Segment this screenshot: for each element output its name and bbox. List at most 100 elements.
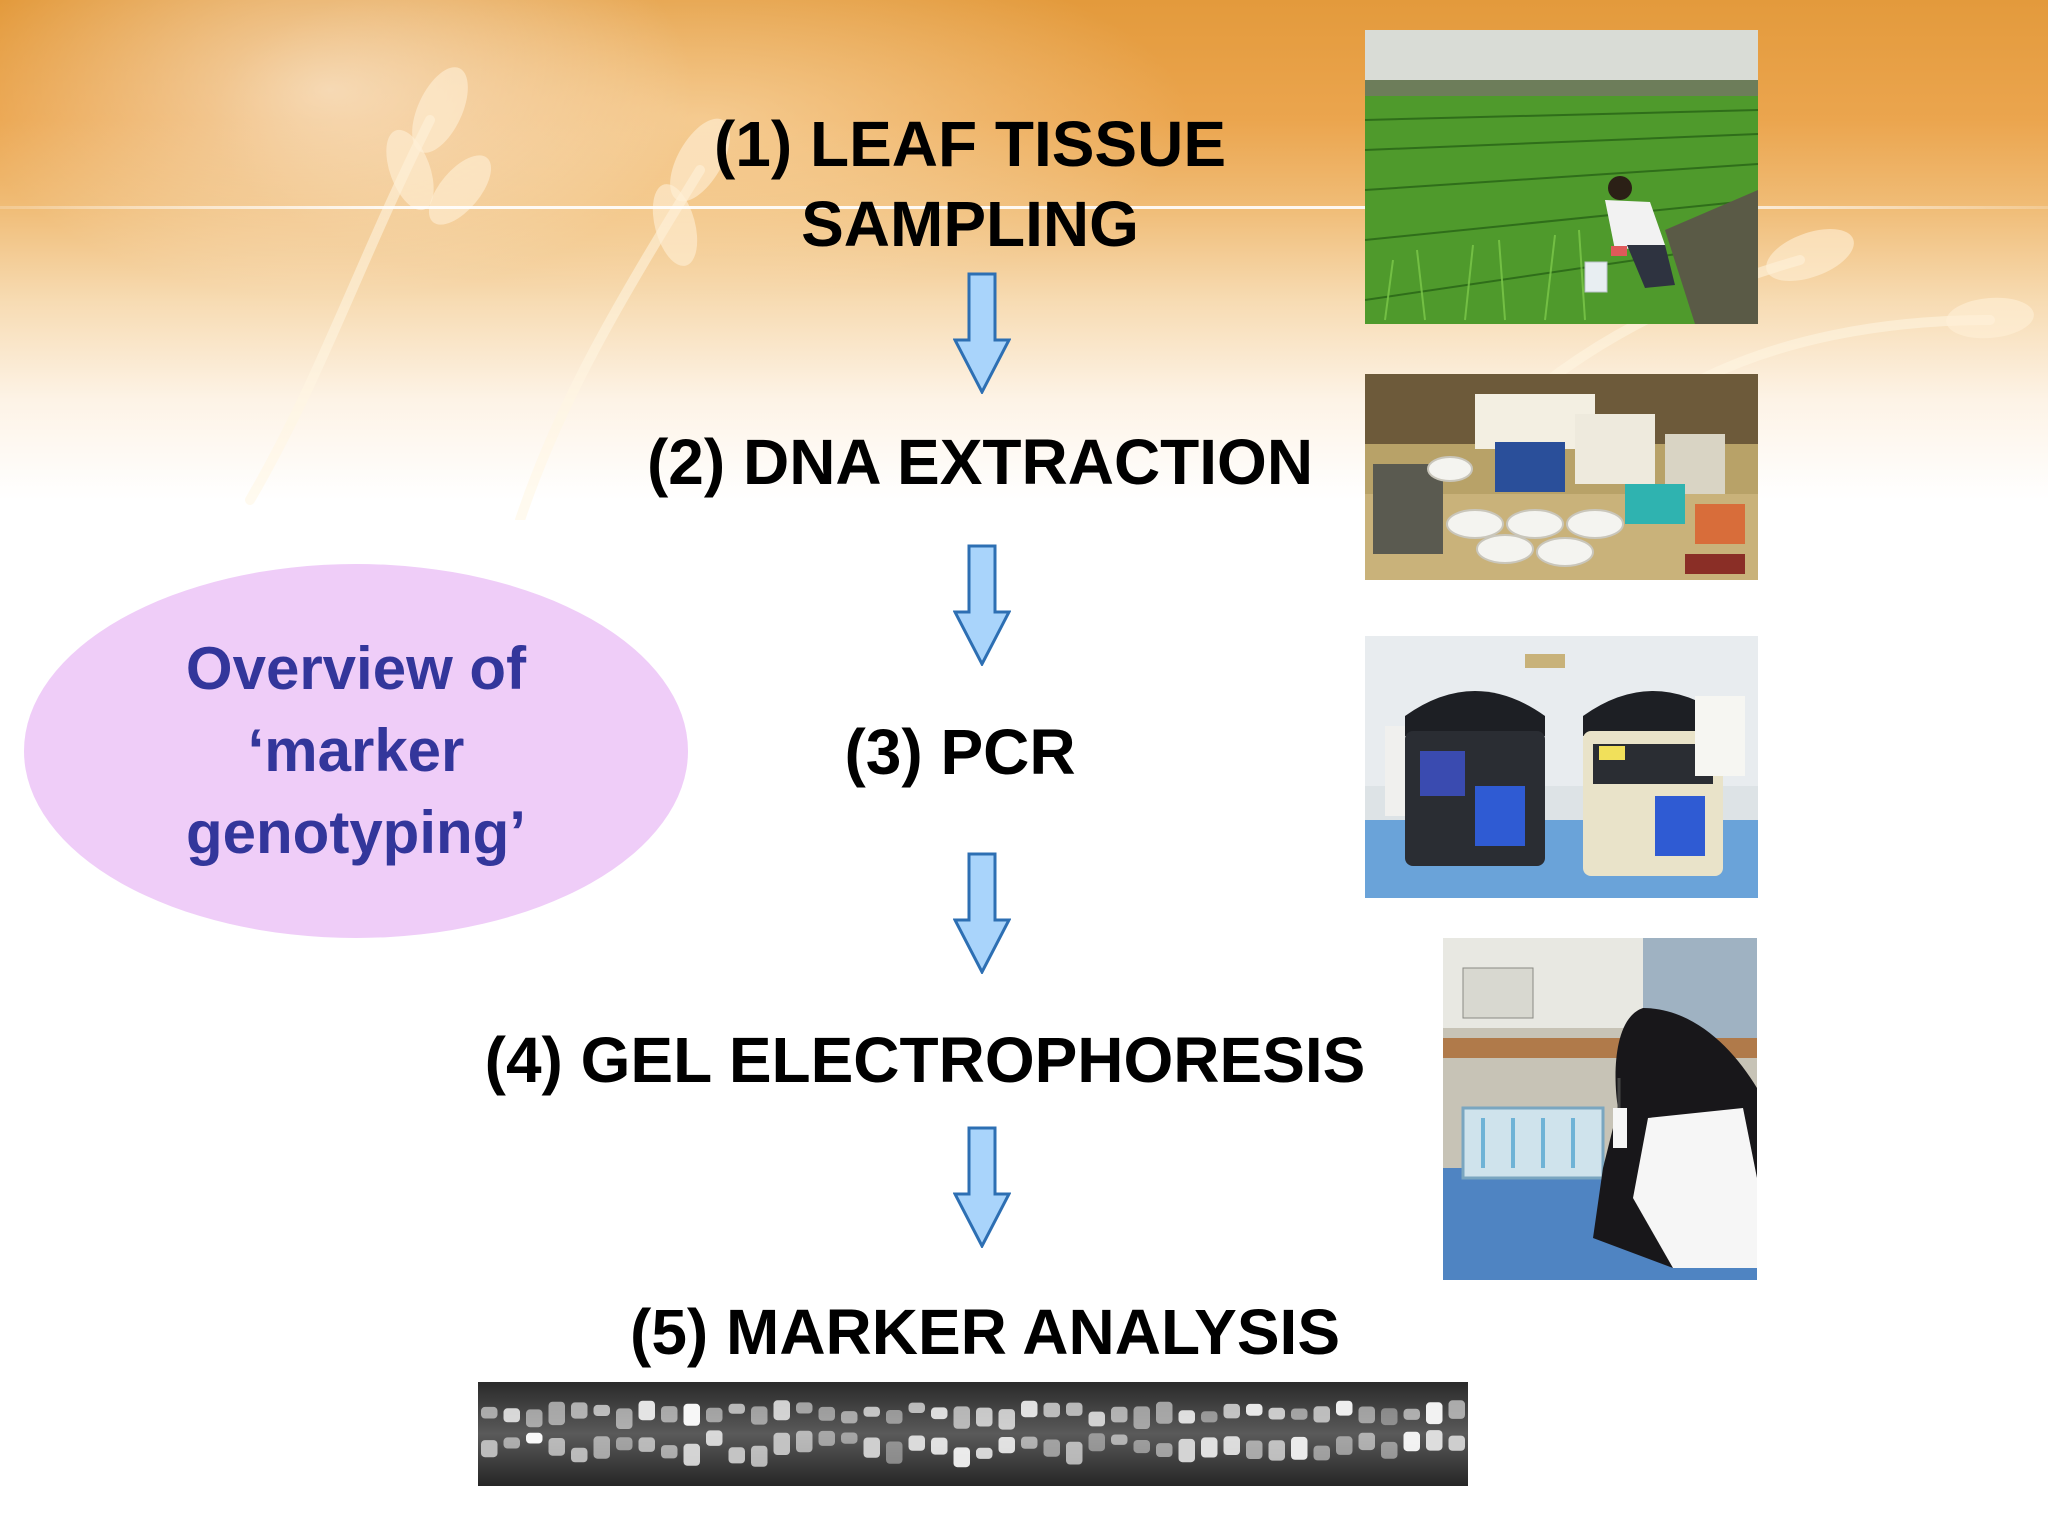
gel-band xyxy=(886,1410,903,1424)
gel-band xyxy=(863,1406,880,1417)
gel-band xyxy=(1246,1440,1263,1459)
gel-band xyxy=(1426,1402,1443,1425)
gel-lanes xyxy=(481,1400,1465,1468)
gel-band xyxy=(1268,1407,1285,1420)
gel-band xyxy=(1111,1434,1128,1445)
gel-band xyxy=(571,1447,588,1463)
down-arrow-icon xyxy=(953,852,1011,974)
gel-band xyxy=(638,1400,655,1421)
gel-band xyxy=(1268,1440,1285,1461)
gel-band xyxy=(818,1430,835,1446)
gel-band xyxy=(976,1407,993,1427)
down-arrow-icon xyxy=(953,272,1011,394)
gel-band xyxy=(683,1403,700,1426)
gel-band xyxy=(841,1411,858,1424)
rice-field-sampling-photo xyxy=(1365,30,1758,324)
gel-electrophoresis-photo xyxy=(1443,938,1757,1280)
gel-band xyxy=(886,1441,903,1464)
gel-band xyxy=(661,1445,678,1459)
gel-band xyxy=(616,1437,633,1451)
gel-band xyxy=(1313,1445,1330,1461)
pcr-thermocycler-photo xyxy=(1365,636,1758,898)
gel-band xyxy=(728,1447,745,1464)
gel-band xyxy=(1403,1408,1420,1420)
gel-band xyxy=(683,1443,700,1466)
gel-band xyxy=(1156,1443,1173,1457)
step-4-label: (4) GEL ELECTROPHORESIS xyxy=(484,1024,1366,1096)
gel-band xyxy=(1246,1403,1263,1416)
gel-band xyxy=(1291,1408,1308,1420)
gel-band xyxy=(593,1404,610,1416)
gel-band xyxy=(548,1438,565,1456)
step-1-line-2: SAMPLING xyxy=(801,188,1139,260)
gel-band xyxy=(706,1430,723,1446)
gel-band xyxy=(953,1447,970,1468)
overview-line-2: ‘marker xyxy=(247,717,465,784)
gel-band xyxy=(1178,1410,1195,1424)
gel-band xyxy=(728,1403,745,1414)
gel-band xyxy=(503,1437,520,1449)
gel-band xyxy=(1021,1400,1038,1418)
gel-band xyxy=(818,1406,835,1421)
gel-band xyxy=(1336,1400,1353,1416)
gel-band xyxy=(526,1409,543,1428)
gel-band xyxy=(526,1432,543,1444)
gel-band xyxy=(908,1435,925,1451)
gel-band xyxy=(661,1406,678,1423)
gel-band xyxy=(616,1408,633,1429)
dna-extraction-lab-photo xyxy=(1365,374,1758,580)
gel-band xyxy=(1381,1441,1398,1459)
gel-band xyxy=(1358,1432,1375,1451)
gel-band xyxy=(1111,1406,1128,1423)
gel-band xyxy=(1403,1431,1420,1452)
gel-band xyxy=(1426,1430,1443,1451)
gel-band xyxy=(773,1400,790,1421)
gel-band xyxy=(796,1430,813,1453)
gel-band xyxy=(751,1406,768,1425)
overview-line-1: Overview of xyxy=(185,635,527,702)
down-arrow-icon xyxy=(953,1126,1011,1248)
gel-band xyxy=(998,1409,1015,1430)
banner-divider xyxy=(0,206,2048,209)
gel-band xyxy=(931,1437,948,1455)
step-3-label: (3) PCR xyxy=(844,716,1076,788)
gel-band xyxy=(1223,1436,1240,1455)
gel-band xyxy=(773,1432,790,1455)
gel-band xyxy=(931,1407,948,1420)
gel-band xyxy=(751,1445,768,1467)
gel-band xyxy=(1448,1435,1465,1451)
gel-band xyxy=(1043,1402,1060,1418)
gel-band xyxy=(1291,1436,1308,1460)
gel-band xyxy=(796,1402,813,1414)
gel-band xyxy=(863,1437,880,1458)
gel-band xyxy=(1201,1411,1218,1423)
step-1-label: (1) LEAF TISSUE SAMPLING xyxy=(620,104,1320,264)
gel-band xyxy=(1178,1438,1195,1463)
gel-band xyxy=(1066,1402,1083,1416)
gel-band xyxy=(1133,1406,1150,1429)
gel-band xyxy=(841,1432,858,1444)
gel-band xyxy=(908,1402,925,1413)
gel-band xyxy=(1066,1441,1083,1465)
gel-band xyxy=(1223,1403,1240,1419)
step-5-label: (5) MARKER ANALYSIS xyxy=(630,1296,1340,1368)
gel-band xyxy=(481,1440,498,1458)
gel-band xyxy=(1156,1401,1173,1424)
overview-line-3: genotyping’ xyxy=(186,799,526,866)
gel-band xyxy=(1201,1437,1218,1458)
gel-band xyxy=(1381,1408,1398,1426)
gel-band xyxy=(638,1437,655,1452)
gel-band xyxy=(571,1402,588,1419)
overview-title: Overview of ‘marker genotyping’ xyxy=(24,628,688,874)
step-2-label: (2) DNA EXTRACTION xyxy=(646,426,1314,498)
gel-band xyxy=(481,1406,498,1419)
gel-band xyxy=(1313,1406,1330,1423)
gel-band xyxy=(593,1436,610,1459)
gel-band xyxy=(1448,1400,1465,1419)
gel-band xyxy=(976,1447,993,1459)
gel-band xyxy=(1088,1433,1105,1452)
gel-band xyxy=(1043,1439,1060,1457)
gel-band xyxy=(1133,1440,1150,1454)
gel-band xyxy=(1021,1436,1038,1449)
